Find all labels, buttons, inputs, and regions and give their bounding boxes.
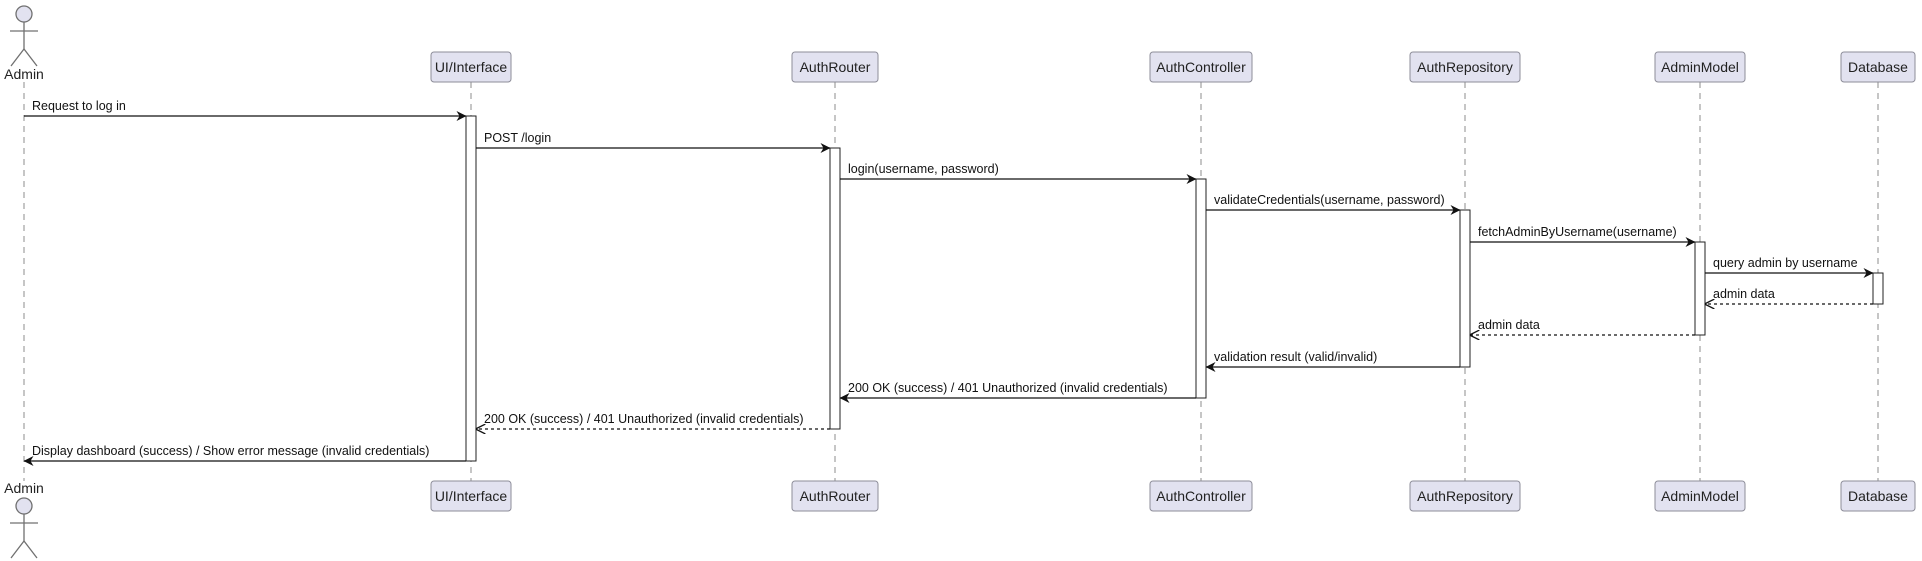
message-label: POST /login [484, 131, 551, 145]
participant-label: AdminModel [1661, 59, 1739, 75]
activation-bar-db [1872, 272, 1884, 305]
message-9: validation result (valid/invalid) [1205, 350, 1460, 372]
participants-top: Admin UI/Interface AuthRouter AuthControlle… [4, 5, 1916, 83]
message-label: validation result (valid/invalid) [1214, 350, 1377, 364]
participant-label: Database [1848, 488, 1908, 504]
activation-bar-ui [465, 115, 477, 462]
message-label: Request to log in [32, 99, 126, 113]
message-label: validateCredentials(username, password) [1214, 193, 1445, 207]
message-label: admin data [1713, 287, 1775, 301]
activation-bar-router [829, 147, 841, 430]
participant-box [430, 51, 512, 83]
message-label: 200 OK (success) / 401 Unauthorized (inv… [848, 381, 1168, 395]
participant-label: Database [1848, 59, 1908, 75]
participant-box [791, 480, 879, 512]
activation-bar-repo [1459, 209, 1471, 368]
message-label: 200 OK (success) / 401 Unauthorized (inv… [484, 412, 804, 426]
participant-box [1654, 51, 1746, 83]
participant-box [1654, 480, 1746, 512]
participant-label: AuthController [1156, 59, 1246, 75]
message-3: login(username, password) [840, 162, 1197, 184]
participant-label: UI/Interface [435, 59, 508, 75]
message-10: 200 OK (success) / 401 Unauthorized (inv… [839, 381, 1196, 403]
participant-box [1409, 480, 1521, 512]
participant-box [430, 480, 512, 512]
participant-label: AuthController [1156, 488, 1246, 504]
participant-box [1840, 51, 1916, 83]
participant-router-bottom: AuthRouter [791, 480, 879, 512]
participant-label: AuthRepository [1417, 488, 1513, 504]
participant-label: AuthRouter [800, 488, 871, 504]
participant-label: AuthRepository [1417, 59, 1513, 75]
lifelines [23, 82, 1879, 481]
message-12: Display dashboard (success) / Show error… [23, 444, 466, 466]
participant-controller-bottom: AuthController [1149, 480, 1253, 512]
participant-ui-bottom: UI/Interface [430, 480, 512, 512]
message-label: admin data [1478, 318, 1540, 332]
message-label: fetchAdminByUsername(username) [1478, 225, 1677, 239]
actor-label: Admin [4, 66, 44, 82]
message-label: query admin by username [1713, 256, 1858, 270]
message-8: admin data [1470, 318, 1695, 335]
messages: Request to log in POST /login login(userna… [23, 99, 1874, 466]
participant-box [1149, 480, 1253, 512]
participant-model-top: AdminModel [1654, 51, 1746, 83]
participant-label: UI/Interface [435, 488, 508, 504]
participant-db-top: Database [1840, 51, 1916, 83]
message-4: validateCredentials(username, password) [1206, 193, 1461, 215]
activation-bar-model [1694, 241, 1706, 336]
message-1: Request to log in [24, 99, 467, 121]
message-label: Display dashboard (success) / Show error… [32, 444, 429, 458]
activation-bars [465, 115, 1884, 462]
participant-label: AdminModel [1661, 488, 1739, 504]
actor-label: Admin [4, 480, 44, 496]
actor-stick-figure-icon [10, 5, 38, 67]
actor-stick-figure-icon [10, 497, 38, 559]
participant-repo-top: AuthRepository [1409, 51, 1521, 83]
participant-repo-bottom: AuthRepository [1409, 480, 1521, 512]
participant-box [1840, 480, 1916, 512]
message-11: 200 OK (success) / 401 Unauthorized (inv… [476, 412, 830, 429]
activation-bar-controller [1195, 178, 1207, 399]
participant-db-bottom: Database [1840, 480, 1916, 512]
participant-ui-top: UI/Interface [430, 51, 512, 83]
participant-box [1149, 51, 1253, 83]
message-5: fetchAdminByUsername(username) [1470, 225, 1696, 247]
participant-model-bottom: AdminModel [1654, 480, 1746, 512]
message-label: login(username, password) [848, 162, 999, 176]
participant-box [1409, 51, 1521, 83]
message-2: POST /login [476, 131, 831, 153]
participant-controller-top: AuthController [1149, 51, 1253, 83]
actor-top: Admin [4, 5, 44, 82]
participant-box [791, 51, 879, 83]
actor-bottom: Admin [4, 480, 44, 559]
message-6: query admin by username [1705, 256, 1874, 278]
participant-router-top: AuthRouter [791, 51, 879, 83]
message-7: admin data [1705, 287, 1873, 304]
participant-label: AuthRouter [800, 59, 871, 75]
